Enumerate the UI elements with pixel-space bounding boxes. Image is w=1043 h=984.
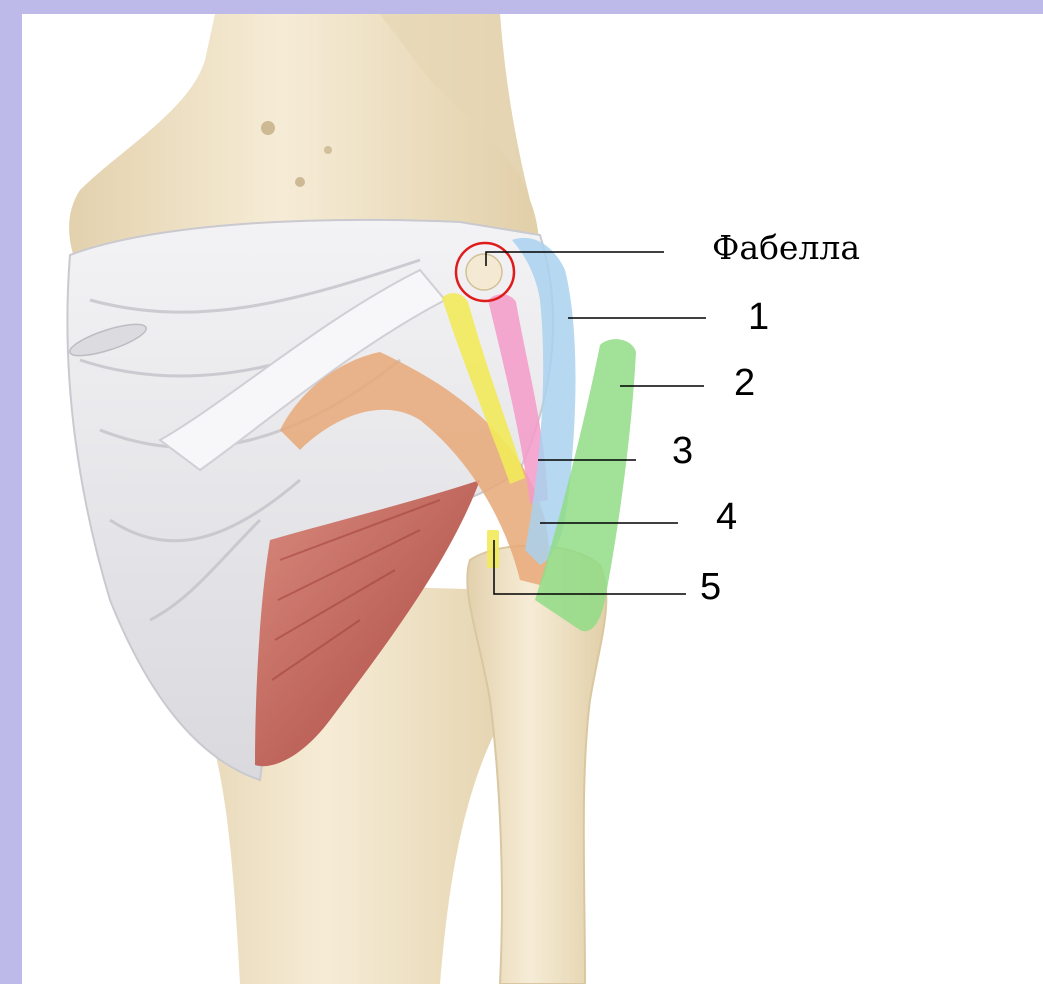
label-structure-3: 3 (672, 430, 693, 473)
structure-5 (487, 530, 499, 568)
fabella-bone (466, 254, 502, 290)
label-structure-1: 1 (748, 296, 769, 339)
label-structure-2: 2 (734, 362, 755, 405)
label-structure-4: 4 (716, 496, 737, 539)
bone-pit (324, 146, 332, 154)
bone-pit (261, 121, 275, 135)
label-fabella: Фабелла (712, 228, 860, 267)
bone-pit (295, 177, 305, 187)
label-structure-5: 5 (700, 566, 721, 609)
